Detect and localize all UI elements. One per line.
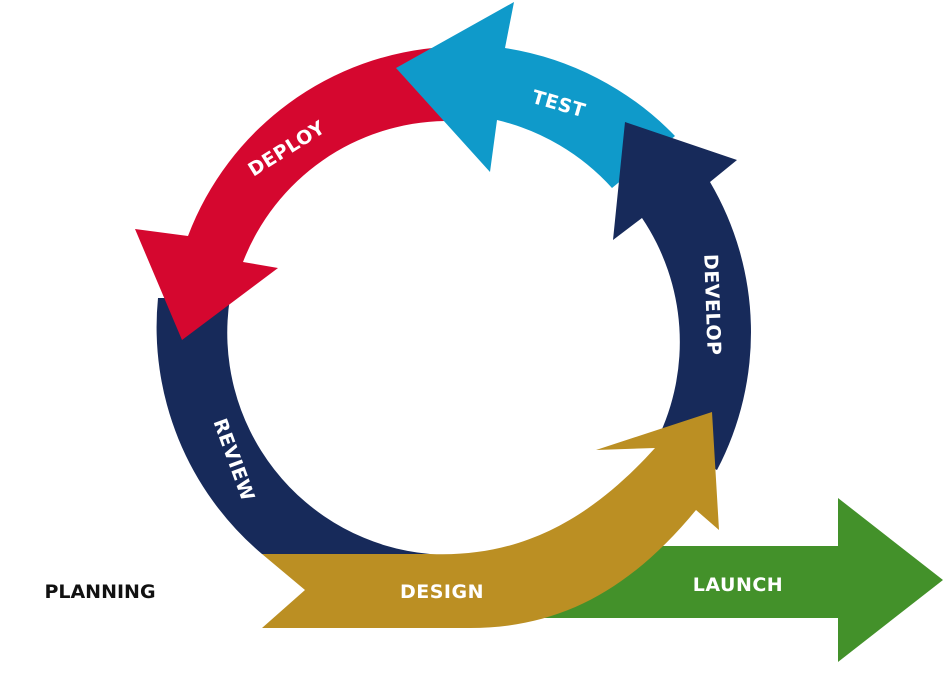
- develop-label: DEVELOP: [699, 254, 725, 356]
- planning-label: PLANNING: [44, 581, 155, 603]
- test-arrow: [396, 2, 675, 188]
- launch-label: LAUNCH: [693, 574, 783, 596]
- launch-arrow: [520, 498, 943, 662]
- review-segment: [156, 298, 430, 554]
- design-arrow: [262, 412, 719, 628]
- deploy-arrow: [135, 47, 445, 340]
- develop-arrow: [613, 122, 751, 470]
- design-label: DESIGN: [400, 581, 484, 603]
